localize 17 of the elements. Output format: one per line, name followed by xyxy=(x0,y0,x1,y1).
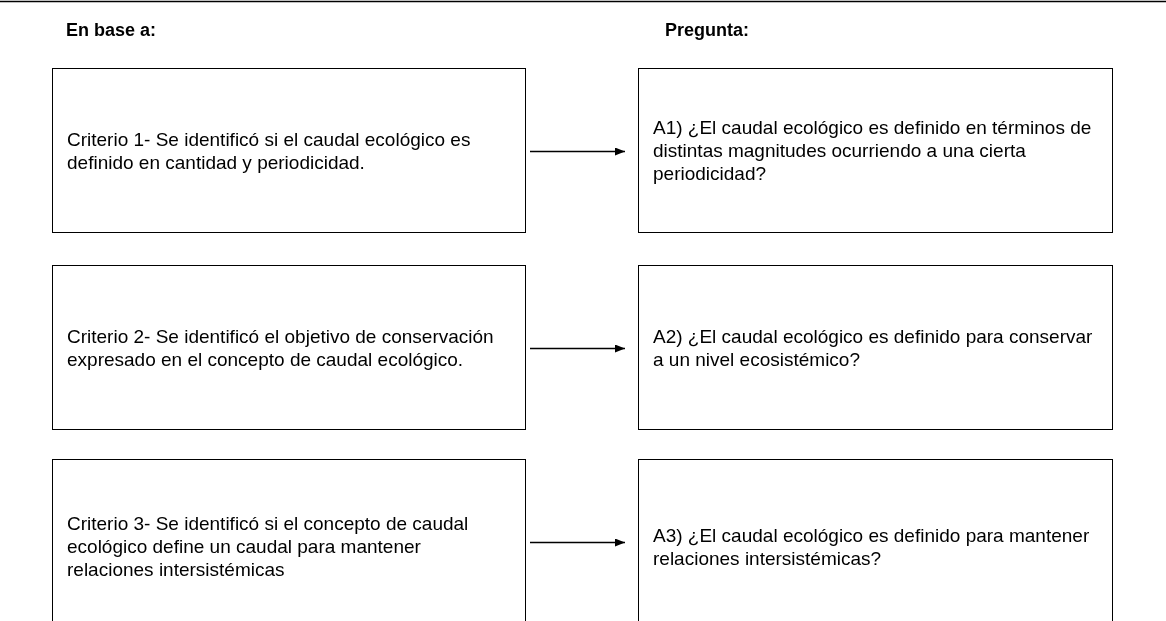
box-text: Criterio 3- Se identificó si el concepto de caudal ecológico define un caudal para mantener relaciones intersistémicas xyxy=(67,512,470,581)
box-text: A1) ¿El caudal ecológico es definido en términos de distintas magnitudes ocurriendo a una cierta periodicidad? xyxy=(653,116,1093,185)
box-text: A2) ¿El caudal ecológico es definido para conservar a un nivel ecosistémico? xyxy=(653,324,1094,371)
text-box xyxy=(638,459,1113,621)
column-heading: En base a: xyxy=(66,20,157,41)
box-text: A3) ¿El caudal ecológico es definido para mantener relaciones intersistémicas? xyxy=(653,523,1091,570)
column-heading: Pregunta: xyxy=(665,20,749,41)
text-box xyxy=(52,265,526,430)
text-box xyxy=(638,68,1113,233)
text-box xyxy=(52,459,526,621)
arrow xyxy=(529,538,626,547)
text-box xyxy=(638,265,1113,430)
box-text: Criterio 1- Se identificó si el caudal ecológico es definido en cantidad y periodicidad. xyxy=(67,127,472,174)
box-text: Criterio 2- Se identificó el objetivo de conservación expresado en el concepto de caudal ecológico. xyxy=(67,324,495,371)
arrow xyxy=(529,344,626,353)
text-box xyxy=(52,68,526,233)
arrow xyxy=(529,147,626,156)
